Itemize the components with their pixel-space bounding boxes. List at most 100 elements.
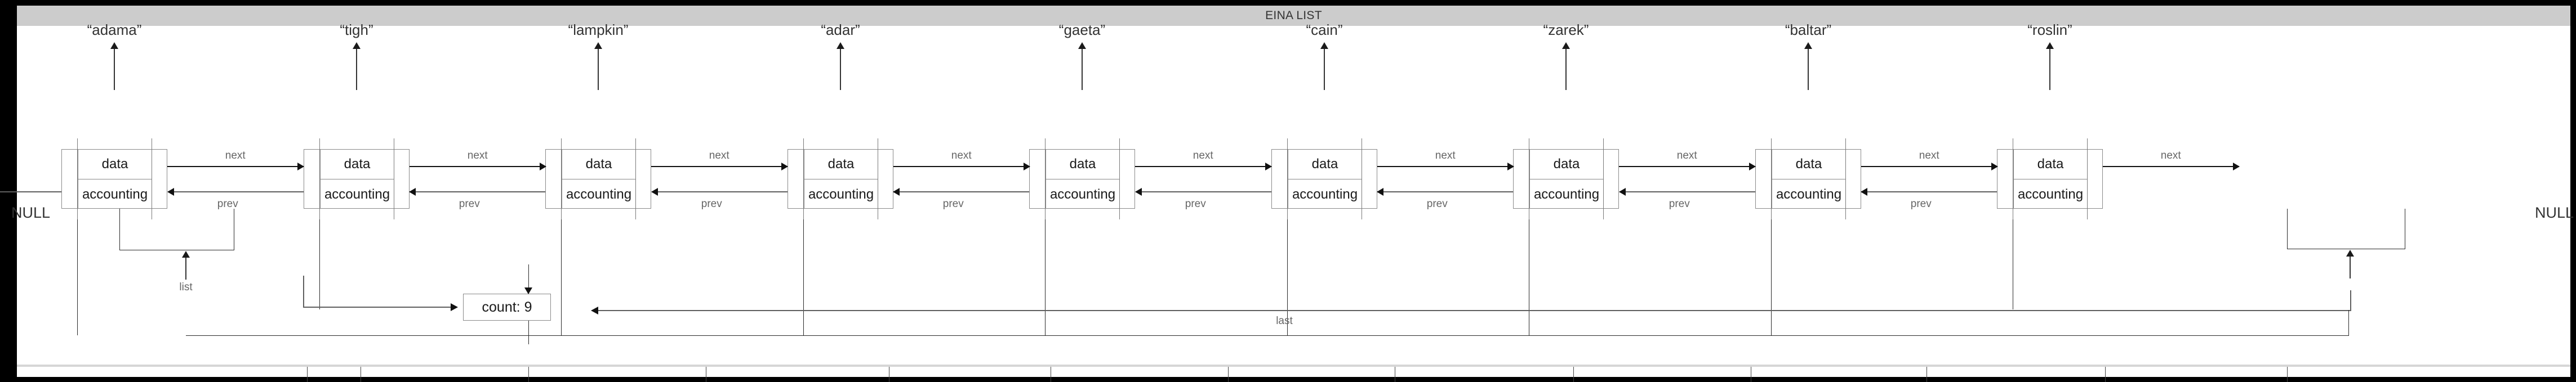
node-data-cell: data <box>2014 150 2087 179</box>
prev-arrowhead <box>1860 188 1867 196</box>
list-node: data accounting <box>1755 149 1861 209</box>
last-bracket-arrow <box>2346 250 2354 278</box>
prev-pointer-arrow <box>1376 188 1513 196</box>
prev-arrowhead <box>892 188 900 196</box>
node-guide-tick <box>1287 138 1288 219</box>
last-pointer-riser <box>2350 290 2351 311</box>
node-bottom-stem <box>561 219 562 335</box>
next-arrowhead <box>1749 163 1756 170</box>
last-pointer-arrowhead-left <box>591 307 598 314</box>
list-node: data accounting <box>788 149 893 209</box>
node-bottom-stem <box>1771 219 1772 335</box>
node-label: “adama” <box>87 21 142 38</box>
node-accounting-cell: accounting <box>566 186 632 202</box>
next-arrowhead <box>1991 163 1998 170</box>
next-arrowhead <box>1265 163 1272 170</box>
node-label: “baltar” <box>1785 21 1832 38</box>
prev-pointer-label: prev <box>217 198 238 210</box>
node-label-arrow <box>594 42 602 90</box>
node-data-cell: data <box>1772 150 1845 179</box>
prev-pointer-arrow <box>408 188 545 196</box>
node-label-arrow <box>1562 42 1570 90</box>
prev-pointer-label: prev <box>0 198 11 210</box>
count-feed-bar <box>303 307 451 308</box>
node-data-cell: data <box>1530 150 1603 179</box>
node-label-arrow <box>837 42 844 90</box>
node-label-arrow <box>353 42 361 90</box>
node-data-cell: data <box>562 150 635 179</box>
next-pointer-label: next <box>1676 150 1697 161</box>
bottom-table-column-divider <box>2287 367 2288 382</box>
next-pointer-arrow <box>410 163 546 170</box>
next-pointer-label: next <box>1193 150 1213 161</box>
next-arrowhead <box>539 163 546 170</box>
node-label-arrow <box>2046 42 2054 90</box>
node-accounting-cell: accounting <box>1776 186 1842 202</box>
prev-pointer-arrow <box>1618 188 1755 196</box>
next-pointer-arrow <box>651 163 788 170</box>
prev-pointer-arrow <box>0 191 61 192</box>
prev-pointer-label: prev <box>1426 198 1448 210</box>
prev-pointer-arrow <box>1134 188 1271 196</box>
next-pointer-label: next <box>2160 150 2181 161</box>
prev-pointer-arrow <box>892 188 1029 196</box>
bottom-table-column-divider <box>528 367 529 382</box>
prev-pointer-label: prev <box>1910 198 1932 210</box>
next-pointer-arrow <box>1861 163 1998 170</box>
node-data-cell: data <box>78 150 152 179</box>
bottom-divider <box>17 365 2570 367</box>
next-arrowhead <box>781 163 788 170</box>
bottom-table-column-divider <box>2105 367 2106 382</box>
prev-pointer-arrow <box>651 188 788 196</box>
node-label: “gaeta” <box>1058 21 1106 38</box>
count-box: count: 9 <box>463 294 551 321</box>
node-bottom-stem <box>1287 219 1288 335</box>
last-pointer-label: last <box>1276 315 1293 327</box>
node-guide-tick <box>1119 138 1120 219</box>
node-guide-tick <box>319 138 320 219</box>
node-bottom-stem <box>77 219 78 335</box>
last-pointer-long-bar <box>598 310 2351 311</box>
node-data-cell: data <box>804 150 878 179</box>
list-node: data accounting <box>545 149 651 209</box>
window-title-bar: EINA LIST <box>17 6 2570 26</box>
node-bottom-stem <box>803 219 804 335</box>
secondary-return-riser <box>2348 310 2349 336</box>
next-pointer-label: next <box>225 150 246 161</box>
last-bracket-left-stem <box>2287 209 2288 249</box>
count-top-arrowhead <box>524 287 532 294</box>
node-data-cell: data <box>1046 150 1119 179</box>
node-label-arrow <box>1078 42 1086 90</box>
prev-pointer-label: prev <box>942 198 964 210</box>
node-label: “lampkin” <box>568 21 629 38</box>
next-arrowhead <box>1507 163 1514 170</box>
next-arrowhead <box>2232 163 2240 170</box>
node-label-arrow <box>1320 42 1328 90</box>
prev-arrowhead <box>408 188 416 196</box>
next-arrowhead <box>1023 163 1030 170</box>
next-pointer-arrow <box>2103 163 2240 170</box>
node-guide-tick <box>2087 138 2088 219</box>
prev-arrowhead <box>1618 188 1626 196</box>
node-label: “adar” <box>821 21 860 38</box>
node-guide-tick <box>1845 138 1846 219</box>
node-guide-tick <box>77 138 78 219</box>
next-pointer-arrow <box>893 163 1030 170</box>
node-accounting-cell: accounting <box>808 186 874 202</box>
count-feed-arrowhead <box>451 303 458 311</box>
prev-pointer-label: prev <box>1669 198 1690 210</box>
node-label: “tigh” <box>340 21 373 38</box>
node-accounting-cell: accounting <box>324 186 390 202</box>
next-pointer-label: next <box>951 150 972 161</box>
count-top-stem <box>528 264 529 289</box>
